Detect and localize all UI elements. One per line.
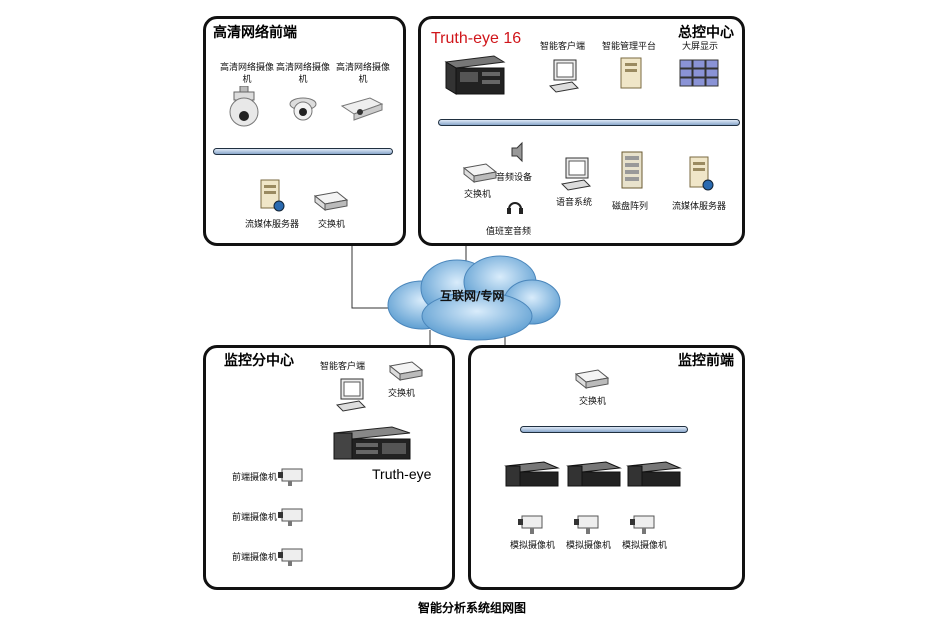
hd-frontend-title: 高清网络前端 [213, 25, 297, 41]
sub-cam2-label: 前端摄像机 [232, 513, 278, 523]
front-cam1-icon [518, 515, 543, 534]
center-platform-server-icon [620, 57, 642, 89]
cloud-label: 互联网/专网 [440, 289, 505, 303]
truth-eye-server-icon [333, 426, 411, 460]
truth-eye-16-label: Truth-eye 16 [431, 30, 522, 47]
speaker-icon [511, 141, 523, 163]
mini-dome-camera-icon [289, 97, 317, 121]
audio-device-label: 音频设备 [496, 173, 533, 183]
center-network-bus [438, 119, 740, 126]
voice-system-monitor-icon [560, 157, 592, 191]
center-media-server-icon [689, 156, 714, 191]
disk-array-label: 磁盘阵列 [612, 202, 649, 212]
disk-array-icon [621, 151, 643, 189]
sub-switch-label: 交换机 [388, 389, 416, 399]
panel-control-center [418, 16, 745, 246]
voice-system-label: 语音系统 [556, 198, 593, 208]
front-switch-icon [574, 369, 610, 390]
center-media-server-label: 流媒体服务器 [672, 202, 727, 212]
hd-switch-label: 交换机 [318, 220, 346, 230]
front-cam2-icon [574, 515, 599, 534]
hd-camera2-label: 高清网络摄像机 [275, 63, 330, 85]
encoder2-icon [566, 461, 622, 487]
hd-media-server-label: 流媒体服务器 [245, 220, 300, 230]
sub-cam1-icon [278, 468, 303, 486]
center-smart-platform-label: 智能管理平台 [602, 42, 657, 52]
diagram-caption: 智能分析系统组网图 [417, 601, 526, 615]
front-cam3-icon [630, 515, 655, 534]
sub-cam3-icon [278, 548, 303, 566]
hd-media-server-icon [260, 179, 285, 212]
center-switch-icon [462, 163, 498, 184]
duty-room-audio-label: 值班室音频 [486, 227, 532, 237]
front-cam2-label: 模拟摄像机 [566, 541, 612, 551]
center-big-screen-label: 大屏显示 [682, 42, 719, 52]
hd-switch-icon [313, 191, 349, 212]
truth-eye-label: Truth-eye [372, 466, 432, 482]
front-cam3-label: 模拟摄像机 [622, 541, 668, 551]
encoder3-icon [626, 461, 682, 487]
sub-smart-client-label: 智能客户端 [320, 362, 366, 372]
center-switch-label: 交换机 [464, 190, 492, 200]
box-camera-icon [340, 97, 384, 121]
sub-cam3-label: 前端摄像机 [232, 553, 278, 563]
center-smart-client-label: 智能客户端 [540, 42, 586, 52]
hd-network-bus [213, 148, 393, 155]
big-screen-wall-icon [679, 59, 719, 87]
sub-center-title: 监控分中心 [224, 353, 294, 369]
front-cam1-label: 模拟摄像机 [510, 541, 556, 551]
headset-icon [507, 202, 523, 214]
encoder1-icon [504, 461, 560, 487]
cloud-icon [387, 255, 561, 341]
monitor-frontend-title: 监控前端 [678, 353, 734, 369]
truth-eye-16-server-icon [444, 55, 506, 95]
panel-hd-frontend [203, 16, 406, 246]
panel-sub-center [203, 345, 455, 590]
hd-camera3-label: 高清网络摄像机 [335, 63, 390, 85]
hd-camera1-label: 高清网络摄像机 [219, 63, 274, 85]
sub-cam1-label: 前端摄像机 [232, 473, 278, 483]
sub-monitor-icon [335, 378, 367, 412]
sub-cam2-icon [278, 508, 303, 526]
front-network-bus [520, 426, 688, 433]
sub-switch-icon [388, 361, 424, 382]
center-monitor-icon [548, 59, 580, 93]
front-switch-label: 交换机 [579, 397, 607, 407]
control-center-title: 总控中心 [678, 25, 734, 41]
dome-camera-icon [229, 86, 259, 127]
